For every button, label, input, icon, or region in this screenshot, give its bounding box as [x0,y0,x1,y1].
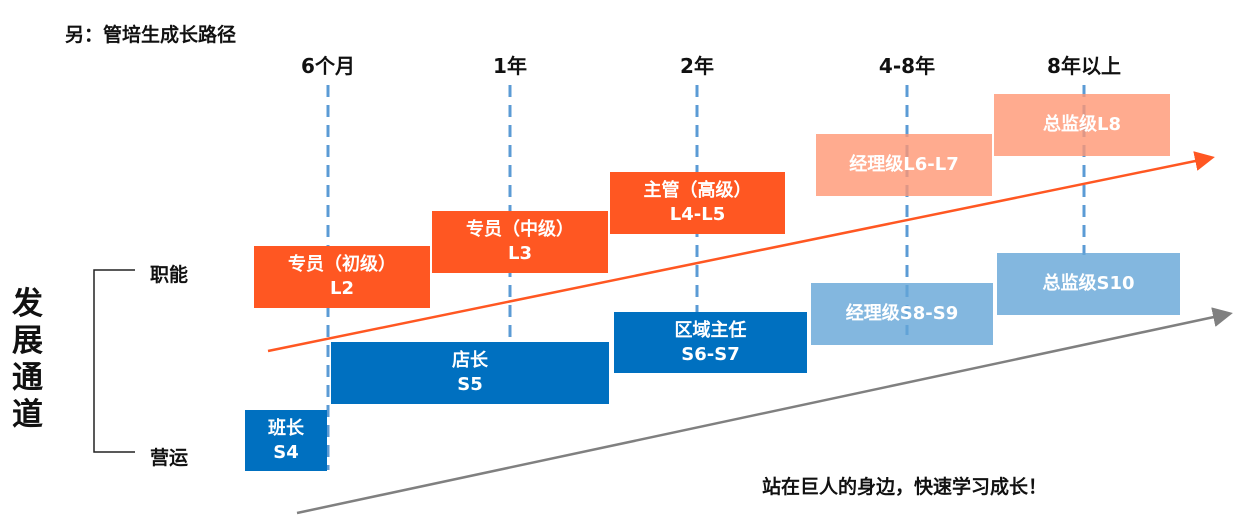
slogan: 站在巨人的身边，快速学习成长！ [762,476,1048,498]
box-specialist-junior: 专员（初级） L2 [254,246,430,308]
timeline-8-plus-years: 8年以上 [1047,54,1121,78]
box-supervisor: 主管（高级） L4-L5 [610,172,785,234]
box-title: 经理级L6-L7 [849,154,959,175]
box-title: 专员（初级） [288,254,396,275]
page-title: 另：管培生成长路径 [65,24,237,46]
box-title: 店长 [452,350,488,371]
track-function-label: 职能 [150,264,189,286]
timeline-1-year: 1年 [493,54,527,78]
box-manager-s: 经理级S8-S9 [811,283,993,345]
box-store-manager: 店长 S5 [331,342,609,404]
side-label: 发展通道 [12,286,43,433]
timeline-2-years: 2年 [680,54,714,78]
box-title: 经理级S8-S9 [845,303,959,324]
box-title: 总监级L8 [1043,114,1121,135]
box-level: L4-L5 [669,204,726,225]
box-title: 总监级S10 [1042,273,1135,294]
box-level: S6-S7 [681,343,740,365]
box-title: 专员（中级） [466,219,574,240]
box-title: 区域主任 [674,319,747,341]
timeline-4-8-years: 4-8年 [878,54,936,78]
timeline-6-months: 6个月 [301,54,355,78]
track-operation-label: 营运 [150,447,189,469]
box-title: 主管（高级） [643,180,752,201]
box-level: L2 [330,278,354,299]
box-director-s: 总监级S10 [997,253,1180,315]
box-specialist-mid: 专员（中级） L3 [432,211,608,273]
box-level: L3 [508,243,532,264]
box-level: S5 [457,374,483,395]
bracket [93,269,135,453]
box-title: 班长 [268,417,304,439]
box-level: S4 [273,441,299,463]
box-manager-l: 经理级L6-L7 [816,134,992,196]
box-director-l: 总监级L8 [994,94,1170,156]
